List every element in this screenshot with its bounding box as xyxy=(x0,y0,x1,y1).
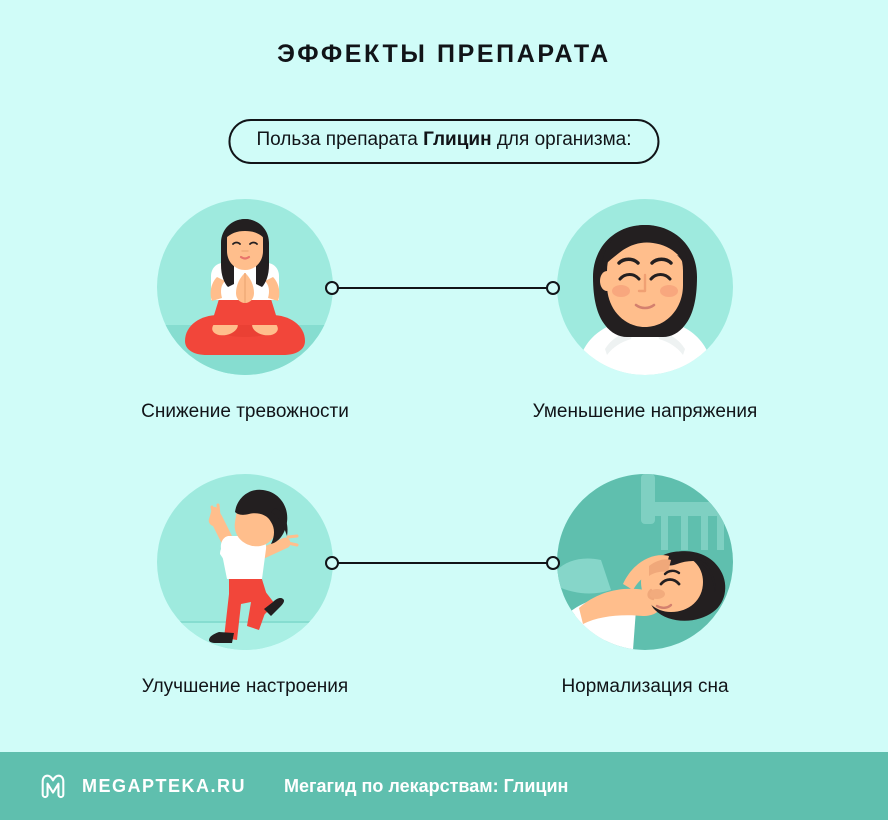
connector-node-right xyxy=(546,281,560,295)
pill-suffix: для организма: xyxy=(491,129,632,150)
illustration-circle-sleeping xyxy=(557,474,733,650)
benefit-label: Нормализация сна xyxy=(561,676,729,697)
illustration-wrap xyxy=(95,199,395,375)
benefit-item-anxiety: Снижение тревожности xyxy=(95,199,395,424)
illustration-wrap xyxy=(495,199,795,375)
woman-meditating-lotus-pose-icon xyxy=(157,199,333,375)
connector-node-right xyxy=(546,556,560,570)
benefit-item-mood: Улучшение настроения xyxy=(95,474,395,699)
illustration-circle-relaxed-face xyxy=(557,199,733,375)
connector-bar xyxy=(332,287,553,289)
benefit-item-tension: Уменьшение напряжения xyxy=(495,199,795,424)
pill-prefix: Польза препарата xyxy=(256,129,424,150)
illustration-circle-meditating xyxy=(157,199,333,375)
woman-jumping-joyfully-icon xyxy=(157,474,333,650)
page-title: ЭФФЕКТЫ ПРЕПАРАТА xyxy=(277,40,611,68)
connector-line-bottom xyxy=(325,556,560,570)
connector-bar xyxy=(332,562,553,564)
footer-bar: MEGAPTEKA.RU Мегагид по лекарствам: Глиц… xyxy=(0,752,888,820)
woman-relaxed-face-closed-eyes-icon xyxy=(557,199,733,375)
benefit-item-sleep: Нормализация сна xyxy=(495,474,795,699)
megapteka-m-logo-icon xyxy=(41,774,65,799)
benefit-label: Уменьшение напряжения xyxy=(532,401,758,422)
pill-drug-name: Глицин xyxy=(423,129,492,150)
illustration-circle-jumping xyxy=(157,474,333,650)
illustration-wrap xyxy=(95,474,395,650)
benefit-label: Улучшение настроения xyxy=(141,676,349,697)
subtitle-pill: Польза препарата Глицин для организма: xyxy=(228,119,660,164)
connector-node-left xyxy=(325,281,339,295)
woman-sleeping-in-bed-icon xyxy=(557,474,733,650)
benefit-label: Снижение тревожности xyxy=(141,401,349,422)
brand-name: MEGAPTEKA.RU xyxy=(82,775,247,796)
illustration-wrap xyxy=(495,474,795,650)
footer-note: Мегагид по лекарствам: Глицин xyxy=(284,775,569,796)
connector-line-top xyxy=(325,281,560,295)
connector-node-left xyxy=(325,556,339,570)
